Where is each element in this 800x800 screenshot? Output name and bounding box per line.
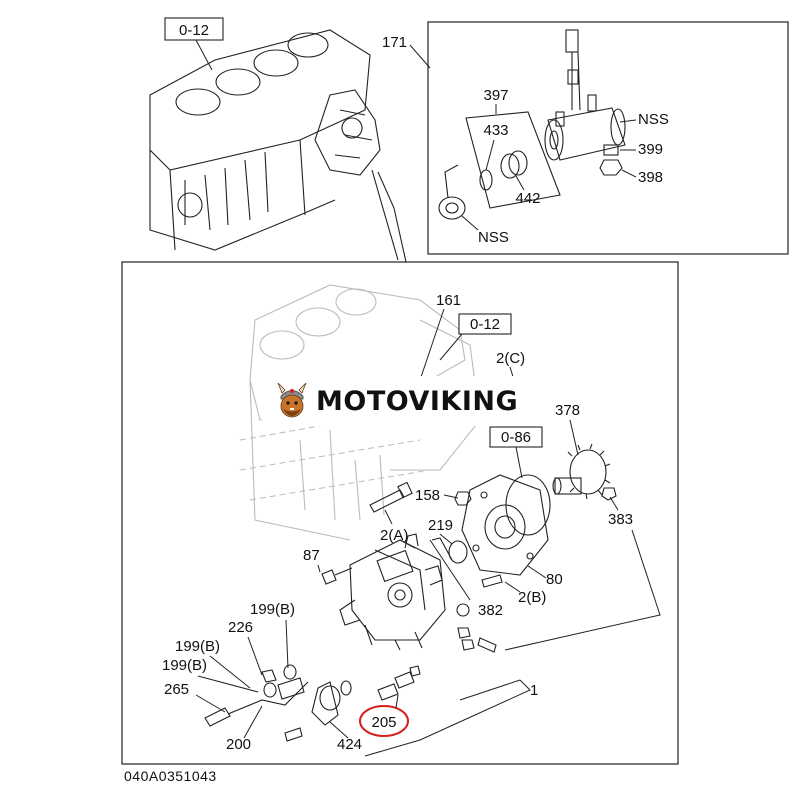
label-265: 265 [164,681,189,698]
label-200: 200 [226,736,251,753]
watermark-banner: MOTOVIKING [262,376,534,426]
label-199b-1: 199(B) [250,601,295,618]
ref-label-top: 0-12 [179,22,209,39]
engine-block-overview: 0-12 [149,17,407,263]
ref-label-012: 0-12 [470,316,500,333]
label-398: 398 [638,169,663,186]
label-383: 383 [608,511,633,528]
label-1: 1 [530,682,538,699]
watermark-brand-text: MOTOVIKING [316,385,519,417]
bolts-205 [377,665,421,701]
label-nss-right: NSS [638,111,669,128]
drive-gear [552,443,611,500]
drawing-code: 040A0351043 [124,768,217,784]
cover-plate [461,474,549,576]
ref-box-top [164,17,224,41]
label-397: 397 [483,87,508,104]
label-199b-2: 199(B) [175,638,220,655]
label-382: 382 [478,602,503,619]
o-ring-219 [448,540,468,564]
label-378: 378 [555,402,580,419]
bolt-265 [204,707,231,727]
label-171: 171 [382,34,407,51]
label-80: 80 [546,571,563,588]
plug-382 [456,603,470,617]
label-2a: 2(A) [380,527,408,544]
main-frame [121,261,679,765]
label-433: 433 [483,122,508,139]
label-442: 442 [515,190,540,207]
label-2c: 2(C) [496,350,525,367]
viking-mascot-icon [277,382,307,418]
label-424: 424 [337,736,362,753]
inset-frame [427,21,789,255]
bolt-2b [481,574,503,588]
label-161: 161 [436,292,461,309]
label-nss-bottom: NSS [478,229,509,246]
label-399: 399 [638,141,663,158]
highlight-circle-205 [359,705,409,737]
bolt-2a [369,489,405,513]
label-199b-3: 199(B) [162,657,207,674]
inset-171: 171 397 433 442 NSS 399 398 [382,21,789,255]
label-226: 226 [228,619,253,636]
label-219: 219 [428,517,453,534]
fuel-pipe-assembly [227,664,352,742]
ref-box-012 [458,313,512,335]
injection-pump [339,533,453,651]
label-2b: 2(B) [518,589,546,606]
label-87: 87 [303,547,320,564]
label-158: 158 [415,487,440,504]
label-205: 205 [371,714,396,731]
gasket [505,474,551,536]
ref-label-086: 0-86 [501,429,531,446]
